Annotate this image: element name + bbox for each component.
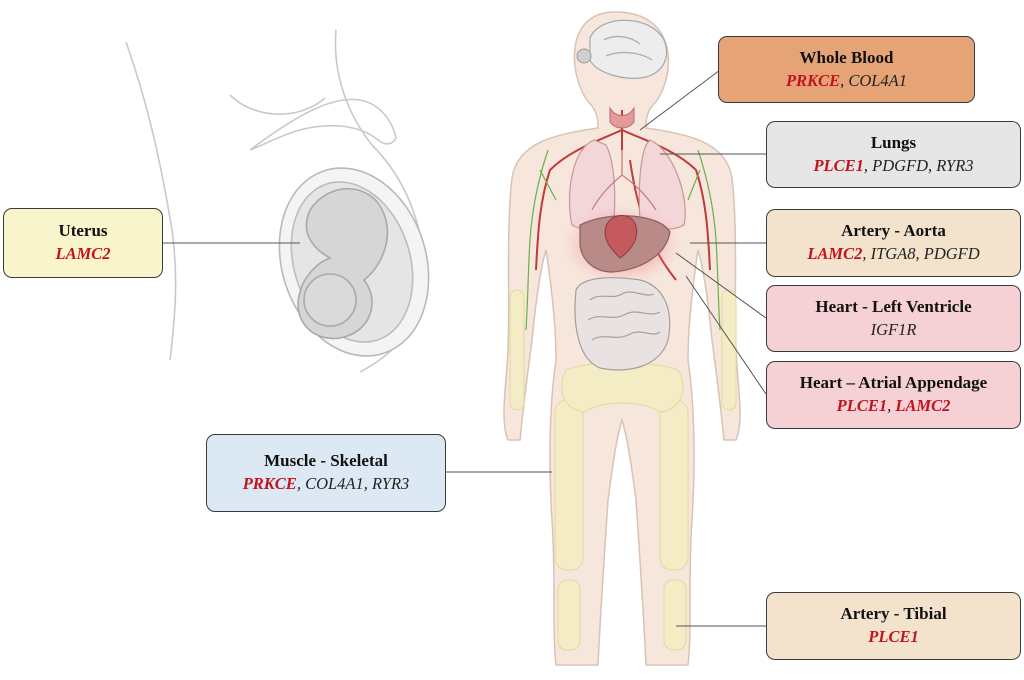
gene-separator: , — [887, 396, 896, 416]
woman-arm-outline — [249, 98, 397, 151]
tissue-box-heart-left-ventricle: Heart - Left Ventricle IGF1R — [766, 285, 1021, 352]
eye — [576, 48, 592, 64]
gene-list: PLCE1 — [767, 626, 1020, 648]
gene-name: LAMC2 — [807, 244, 863, 264]
gene-list: LAMC2 — [4, 243, 162, 265]
gene-separator: , — [863, 155, 873, 175]
gene-separator: , — [915, 244, 924, 264]
tissue-title: Muscle - Skeletal — [264, 451, 388, 471]
gene-name: PLCE1 — [868, 627, 919, 647]
tissue-title: Lungs — [870, 132, 917, 152]
gene-name: ITGA8 — [870, 244, 916, 264]
gene-name: LAMC2 — [895, 396, 951, 416]
leader-whole-blood — [639, 69, 721, 131]
tissue-box-uterus: Uterus LAMC2 — [3, 208, 163, 278]
tissue-title: Heart - Left Ventricle — [815, 296, 972, 316]
bronchi — [591, 150, 657, 211]
gene-separator: , — [862, 244, 871, 264]
gene-name: LAMC2 — [55, 244, 111, 264]
tissue-box-lungs: Lungs PLCE1, PDGFD, RYR3 — [766, 121, 1021, 188]
gene-list: PRKCE, COL4A1, RYR3 — [207, 473, 445, 495]
gene-separator: , — [840, 70, 849, 90]
gene-name: IGF1R — [870, 319, 917, 339]
tissue-box-whole-blood: Whole Blood PRKCE, COL4A1 — [718, 36, 975, 103]
tissue-title: Artery - Tibial — [840, 604, 947, 624]
tissue-box-heart-atrial-appendage: Heart – Atrial Appendage PLCE1, LAMC2 — [766, 361, 1021, 429]
fetus-head — [303, 273, 357, 327]
gene-list: IGF1R — [767, 319, 1020, 341]
tissue-title: Uterus — [58, 221, 108, 241]
gene-list: PLCE1, PDGFD, RYR3 — [767, 155, 1020, 177]
gene-name: PDGFD — [923, 244, 980, 264]
gene-name: PLCE1 — [813, 155, 864, 175]
human-body-illustration — [503, 11, 741, 666]
leader-heart-atrial-appendage — [685, 275, 767, 395]
gene-name: RYR3 — [936, 155, 974, 175]
brain — [589, 19, 668, 79]
heart — [604, 215, 638, 259]
gene-list: LAMC2, ITGA8, PDGFD — [767, 243, 1020, 265]
leader-heart-left-ventricle — [675, 252, 767, 319]
woman-breast-outline — [229, 94, 326, 115]
tissue-box-artery-aorta: Artery - Aorta LAMC2, ITGA8, PDGFD — [766, 209, 1021, 277]
gene-separator: , — [296, 474, 306, 494]
tissue-title: Whole Blood — [799, 47, 894, 67]
pregnant-woman-illustration — [125, 29, 430, 373]
nerves — [525, 149, 721, 331]
gene-name: RYR3 — [372, 474, 410, 494]
gene-name: PRKCE — [785, 70, 841, 90]
tissue-title: Artery - Aorta — [841, 221, 946, 241]
gene-name: PDGFD — [872, 155, 929, 175]
tissue-box-artery-tibial: Artery - Tibial PLCE1 — [766, 592, 1021, 660]
skeleton-bones — [509, 289, 737, 651]
tissue-title: Heart – Atrial Appendage — [799, 373, 988, 393]
gene-separator: , — [363, 474, 372, 494]
tissue-box-muscle-skeletal: Muscle - Skeletal PRKCE, COL4A1, RYR3 — [206, 434, 446, 512]
gene-name: PLCE1 — [836, 396, 888, 416]
thyroid — [609, 106, 635, 129]
gene-name: COL4A1 — [848, 70, 908, 90]
woman-back-outline — [125, 41, 177, 361]
leader-lines — [162, 69, 767, 627]
gene-list: PRKCE, COL4A1 — [719, 70, 974, 92]
gene-name: COL4A1 — [305, 474, 364, 494]
gene-separator: , — [928, 155, 937, 175]
intestines — [574, 277, 671, 371]
gene-name: PRKCE — [242, 474, 297, 494]
gene-list: PLCE1, LAMC2 — [767, 395, 1020, 417]
